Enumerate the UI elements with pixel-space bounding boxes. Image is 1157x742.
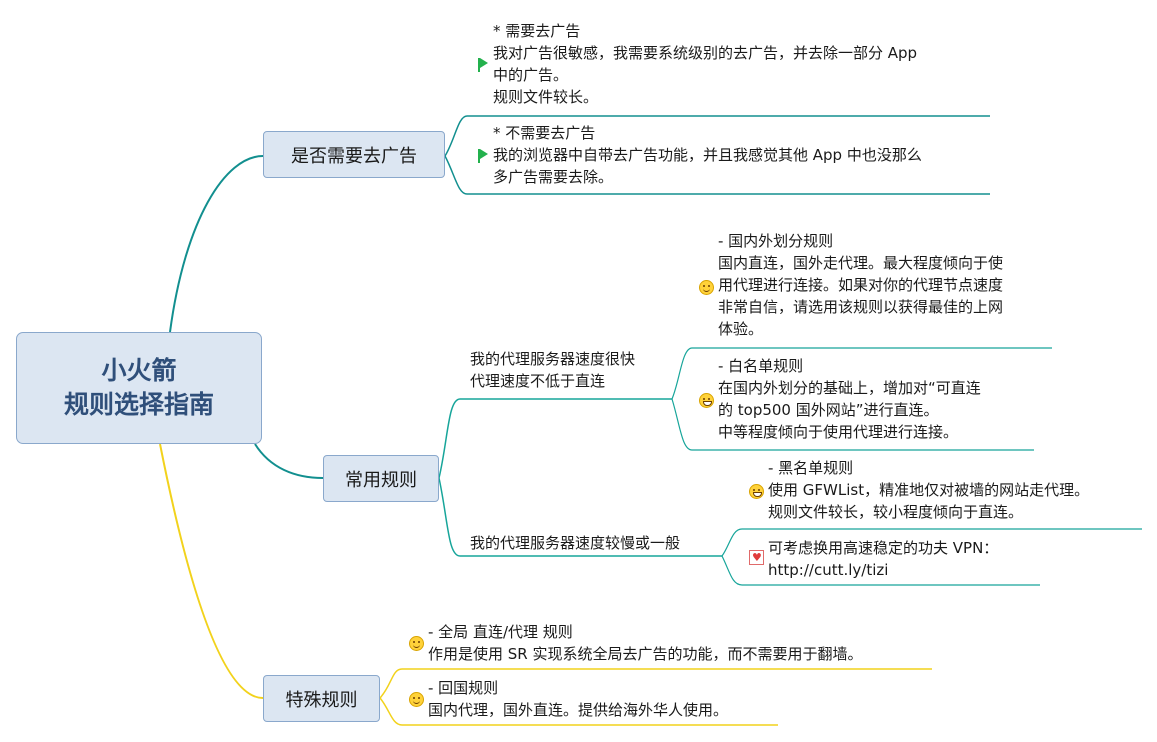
slow-item-blacklist-line: 规则文件较长，较小程度倾向于直连。 xyxy=(768,503,1024,521)
common-sub-fast-line: 代理速度不低于直连 xyxy=(470,372,606,390)
slow-item-blacklist[interactable]: - 黑名单规则 使用 GFWList，精准地仅对被墙的网站走代理。 规则文件较长… xyxy=(768,457,1089,523)
link-slow-item1 xyxy=(721,528,1142,557)
ads-item-need-line: 规则文件较长。 xyxy=(493,88,599,106)
special-item-global-line: 作用是使用 SR 实现系统全局去广告的功能，而不需要用于翻墙。 xyxy=(428,645,863,663)
fast-item-geo-rule-line: 体验。 xyxy=(718,320,764,338)
link-ads-item1 xyxy=(444,115,990,157)
special-item-return-home-line: - 回国规则 xyxy=(428,679,499,697)
special-item-global-line: - 全局 直连/代理 规则 xyxy=(428,623,573,641)
link-root-common xyxy=(254,443,324,479)
ads-item-need-line: 我对广告很敏感，我需要系统级别的去广告，并去除一部分 App xyxy=(493,44,918,62)
ads-item-no-need-line: 多广告需要去除。 xyxy=(493,168,614,186)
green-flag-icon xyxy=(478,149,488,163)
link-root-ads xyxy=(169,155,264,333)
link-special-item2 xyxy=(379,697,778,726)
fast-item-geo-rule-line: - 国内外划分规则 xyxy=(718,232,834,250)
ads-item-no-need-line: * 不需要去广告 xyxy=(493,124,596,142)
branch-common[interactable]: 常用规则 xyxy=(323,455,439,502)
fast-item-whitelist-line: 中等程度倾向于使用代理进行连接。 xyxy=(718,423,959,441)
green-flag-icon xyxy=(478,58,488,72)
special-item-global[interactable]: - 全局 直连/代理 规则 作用是使用 SR 实现系统全局去广告的功能，而不需要… xyxy=(428,621,862,665)
common-sub-fast[interactable]: 我的代理服务器速度很快 代理速度不低于直连 xyxy=(470,348,635,392)
special-item-return-home[interactable]: - 回国规则 国内代理，国外直连。提供给海外华人使用。 xyxy=(428,677,728,721)
link-fast-item2 xyxy=(671,398,1034,451)
fast-item-geo-rule[interactable]: - 国内外划分规则 国内直连，国外走代理。最大程度倾向于使 用代理进行连接。如果… xyxy=(718,230,1003,340)
common-sub-fast-line: 我的代理服务器速度很快 xyxy=(470,350,636,368)
branch-common-label: 常用规则 xyxy=(345,469,417,491)
ads-item-need-line: * 需要去广告 xyxy=(493,22,581,40)
ads-item-no-need-line: 我的浏览器中自带去广告功能，并且我感觉其他 App 中也没那么 xyxy=(493,146,922,164)
link-common-slow xyxy=(438,477,722,557)
common-sub-slow[interactable]: 我的代理服务器速度较慢或一般 xyxy=(470,532,680,554)
link-special-item1 xyxy=(379,668,932,699)
heart-icon: ♥ xyxy=(749,550,764,565)
grin-icon xyxy=(749,484,764,499)
fast-item-geo-rule-line: 用代理进行连接。如果对你的代理节点速度 xyxy=(718,276,1004,294)
fast-item-whitelist[interactable]: - 白名单规则 在国内外划分的基础上，增加对“可直连 的 top500 国外网站… xyxy=(718,355,981,443)
slow-item-vpn-link[interactable]: http://cutt.ly/tizi xyxy=(768,561,889,579)
smiley-icon xyxy=(699,280,714,295)
slow-item-vpn-line: 可考虑换用高速稳定的功夫 VPN： xyxy=(768,539,999,557)
ads-item-need-line: 中的广告。 xyxy=(493,66,569,84)
link-ads-item2 xyxy=(444,155,990,195)
link-fast-item1 xyxy=(671,347,1052,400)
link-slow-item2 xyxy=(721,555,1040,586)
fast-item-whitelist-line: 在国内外划分的基础上，增加对“可直连 xyxy=(718,379,981,397)
root-title-line2: 规则选择指南 xyxy=(63,390,214,419)
branch-ads[interactable]: 是否需要去广告 xyxy=(263,131,445,178)
branch-special-label: 特殊规则 xyxy=(285,689,358,711)
root-title-line1: 小火箭 xyxy=(101,356,177,385)
fast-item-whitelist-line: 的 top500 国外网站”进行直连。 xyxy=(718,401,939,419)
grin-icon xyxy=(699,393,714,408)
link-root-special xyxy=(159,443,264,699)
smiley-icon xyxy=(409,636,424,651)
ads-item-need[interactable]: * 需要去广告 我对广告很敏感，我需要系统级别的去广告，并去除一部分 App 中… xyxy=(493,20,917,108)
fast-item-geo-rule-line: 非常自信，请选用该规则以获得最佳的上网 xyxy=(718,298,1004,316)
common-sub-slow-line: 我的代理服务器速度较慢或一般 xyxy=(470,534,681,552)
ads-item-no-need[interactable]: * 不需要去广告 我的浏览器中自带去广告功能，并且我感觉其他 App 中也没那么… xyxy=(493,122,922,188)
link-common-fast xyxy=(438,398,672,479)
smiley-icon xyxy=(409,692,424,707)
slow-item-vpn[interactable]: 可考虑换用高速稳定的功夫 VPN： http://cutt.ly/tizi xyxy=(768,537,998,581)
slow-item-blacklist-line: 使用 GFWList，精准地仅对被墙的网站走代理。 xyxy=(768,481,1090,499)
branch-special[interactable]: 特殊规则 xyxy=(263,675,380,722)
branch-ads-label: 是否需要去广告 xyxy=(291,145,417,167)
root-topic[interactable]: 小火箭 规则选择指南 xyxy=(16,332,262,444)
fast-item-geo-rule-line: 国内直连，国外走代理。最大程度倾向于使 xyxy=(718,254,1004,272)
slow-item-blacklist-line: - 黑名单规则 xyxy=(768,459,854,477)
special-item-return-home-line: 国内代理，国外直连。提供给海外华人使用。 xyxy=(428,701,729,719)
fast-item-whitelist-line: - 白名单规则 xyxy=(718,357,804,375)
